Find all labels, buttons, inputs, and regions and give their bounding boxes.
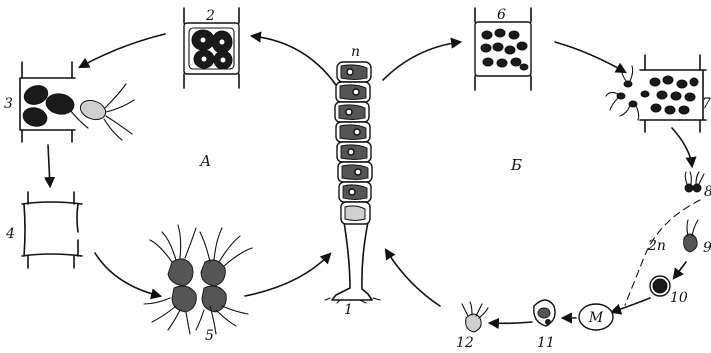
arrow-11-to-12 xyxy=(490,322,532,323)
arrow-10-to-M xyxy=(612,298,650,312)
gametes-8 xyxy=(685,172,704,192)
cell-3 xyxy=(20,62,134,142)
label-6: 6 xyxy=(497,7,506,23)
label-1: 1 xyxy=(344,302,353,318)
meiosis-label: М xyxy=(588,310,604,326)
label-4: 4 xyxy=(5,226,15,242)
filament-cells xyxy=(335,62,372,224)
spore-11 xyxy=(534,300,555,326)
arrow-4-to-5 xyxy=(95,253,160,296)
label-3: 3 xyxy=(4,96,13,112)
label-5: 5 xyxy=(205,328,214,344)
label-n: п xyxy=(351,44,360,60)
arrow-9-to-10 xyxy=(674,262,686,278)
arrow-3-to-4 xyxy=(48,145,50,186)
arrow-6-to-7 xyxy=(555,42,625,72)
label-12: 12 xyxy=(456,335,474,351)
meiosis-circle: М xyxy=(579,304,613,330)
label-8: 8 xyxy=(704,184,711,200)
arrow-1-to-6 xyxy=(383,42,460,80)
zoospore-12 xyxy=(462,302,488,332)
cell-4 xyxy=(22,192,82,268)
label-11: 11 xyxy=(537,335,555,351)
filament-1 xyxy=(325,62,380,303)
label-cycle-a: А xyxy=(199,152,211,170)
label-7: 7 xyxy=(702,96,711,112)
arrow-7-to-8 xyxy=(672,128,692,166)
zoospores-5 xyxy=(144,225,252,334)
zygote-9 xyxy=(684,220,698,252)
arrow-1-to-2 xyxy=(252,36,336,85)
cycle-arrows xyxy=(48,34,700,323)
cell-7 xyxy=(606,55,706,132)
label-10: 10 xyxy=(670,290,688,306)
label-cycle-b: Б xyxy=(510,156,522,174)
label-2: 2 xyxy=(205,8,215,24)
label-9: 9 xyxy=(703,240,711,256)
zygote-10 xyxy=(650,276,670,296)
arrow-12-to-1 xyxy=(386,250,440,306)
arrow-5-to-1 xyxy=(245,254,330,296)
label-2n: 2п xyxy=(647,238,666,254)
arrow-2-to-3 xyxy=(80,34,165,67)
